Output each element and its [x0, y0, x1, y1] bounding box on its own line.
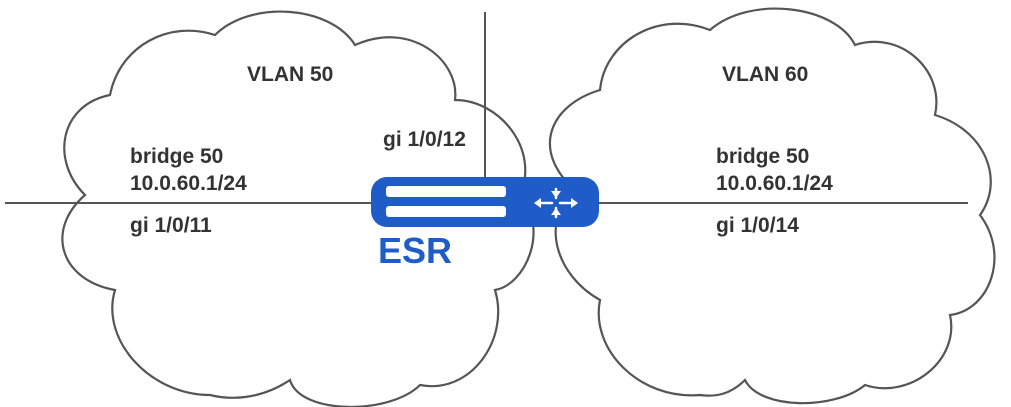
- router-port-top: [386, 186, 506, 197]
- left-port-bottom-label: gi 1/0/11: [130, 214, 212, 237]
- left-port-top-label: gi 1/0/12: [383, 128, 466, 151]
- router-arrows-icon: [534, 187, 578, 219]
- esr-label: ESR: [378, 230, 452, 271]
- right-bridge-label: bridge 50: [716, 145, 809, 168]
- esr-router[interactable]: [371, 177, 599, 227]
- left-cloud: [61, 10, 535, 407]
- right-vlan-label: VLAN 60: [722, 63, 808, 86]
- left-bridge-label: bridge 50: [130, 145, 223, 168]
- left-ip-label: 10.0.60.1/24: [130, 172, 247, 195]
- right-ip-label: 10.0.60.1/24: [716, 172, 833, 195]
- right-port-label: gi 1/0/14: [716, 214, 799, 237]
- left-vlan-label: VLAN 50: [247, 63, 333, 86]
- router-port-bottom: [386, 206, 506, 217]
